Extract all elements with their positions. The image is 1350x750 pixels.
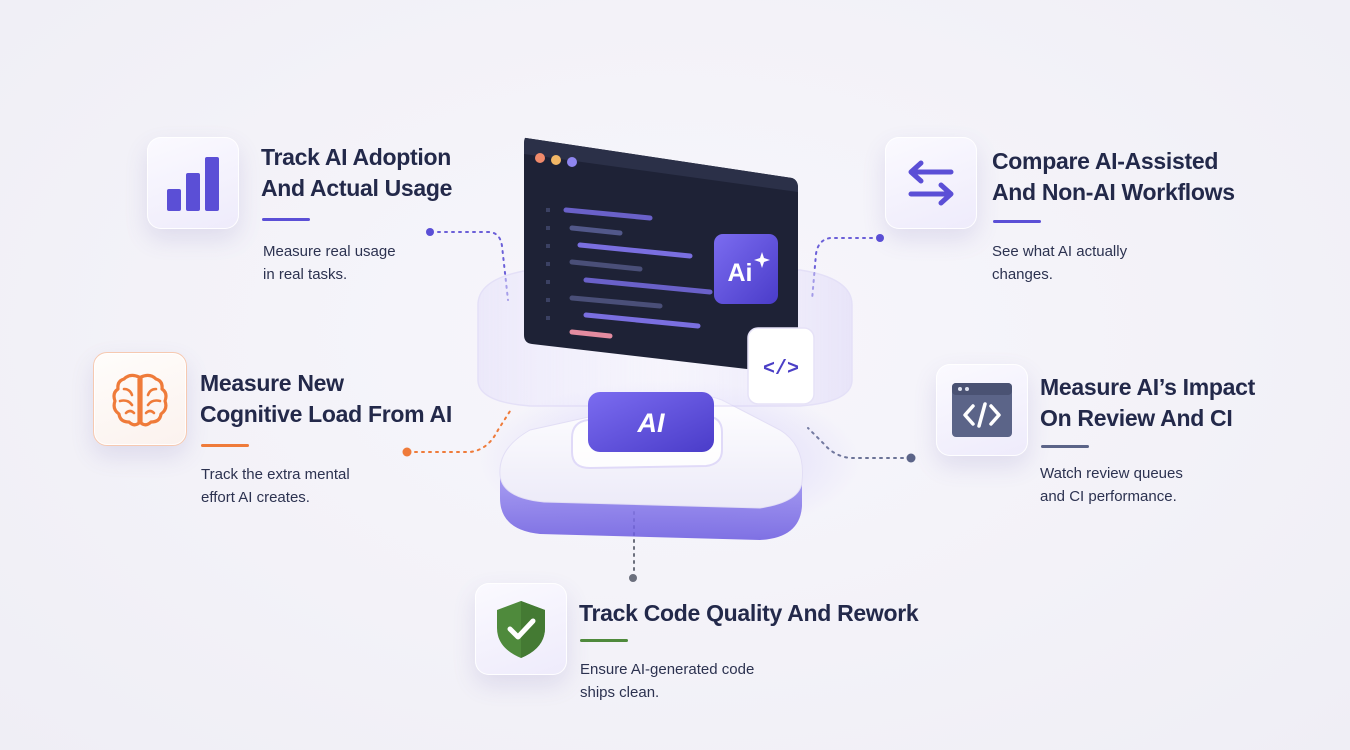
- feature-title-cognitive: Measure New Cognitive Load From AI: [200, 370, 452, 427]
- code-tag-label: </>: [763, 358, 799, 381]
- feature-description-quality: Ensure AI-generated code ships clean.: [580, 661, 755, 701]
- brain-icon-tile: [93, 352, 187, 446]
- accent-rule-compare: [993, 220, 1041, 223]
- bar-chart-icon: [167, 157, 219, 211]
- connector-adoption: [426, 228, 509, 301]
- shield-check-icon-tile: [475, 583, 567, 675]
- feature-title-compare: Compare AI-Assisted And Non-AI Workflows: [992, 148, 1235, 205]
- code-monitor: [524, 137, 798, 375]
- swap-arrows-icon-tile: [885, 137, 977, 229]
- ai-platform-illustration: Ai </> AI: [477, 137, 860, 540]
- accent-rule-cognitive: [201, 444, 249, 447]
- ai-platform-chip: AI: [571, 392, 723, 470]
- connector-compare: [811, 234, 884, 301]
- feature-description-cognitive: Track the extra mental effort AI creates…: [201, 466, 350, 506]
- ai-screen-badge-label: Ai: [728, 259, 753, 287]
- code-window-icon-tile: [936, 364, 1028, 456]
- accent-rule-quality: [580, 639, 628, 642]
- accent-rule-review: [1041, 445, 1089, 448]
- accent-rule-adoption: [262, 218, 310, 221]
- swap-arrows-icon: [908, 160, 954, 206]
- feature-title-quality: Track Code Quality And Rework: [579, 600, 919, 626]
- feature-description-adoption: Measure real usage in real tasks.: [263, 243, 396, 283]
- bar-chart-icon-tile: [147, 137, 239, 229]
- ai-platform-chip-label: AI: [637, 408, 665, 438]
- feature-title-adoption: Track AI Adoption And Actual Usage: [261, 144, 453, 201]
- brain-icon: [112, 373, 168, 427]
- feature-title-review: Measure AI’s Impact On Review And CI: [1040, 374, 1256, 431]
- feature-description-review: Watch review queues and CI performance.: [1040, 465, 1183, 505]
- feature-description-compare: See what AI actually changes.: [992, 243, 1128, 283]
- code-tag-card: </>: [747, 327, 815, 405]
- ai-screen-badge: Ai: [714, 234, 778, 304]
- code-window-icon: [952, 383, 1012, 437]
- shield-check-icon: [497, 601, 545, 658]
